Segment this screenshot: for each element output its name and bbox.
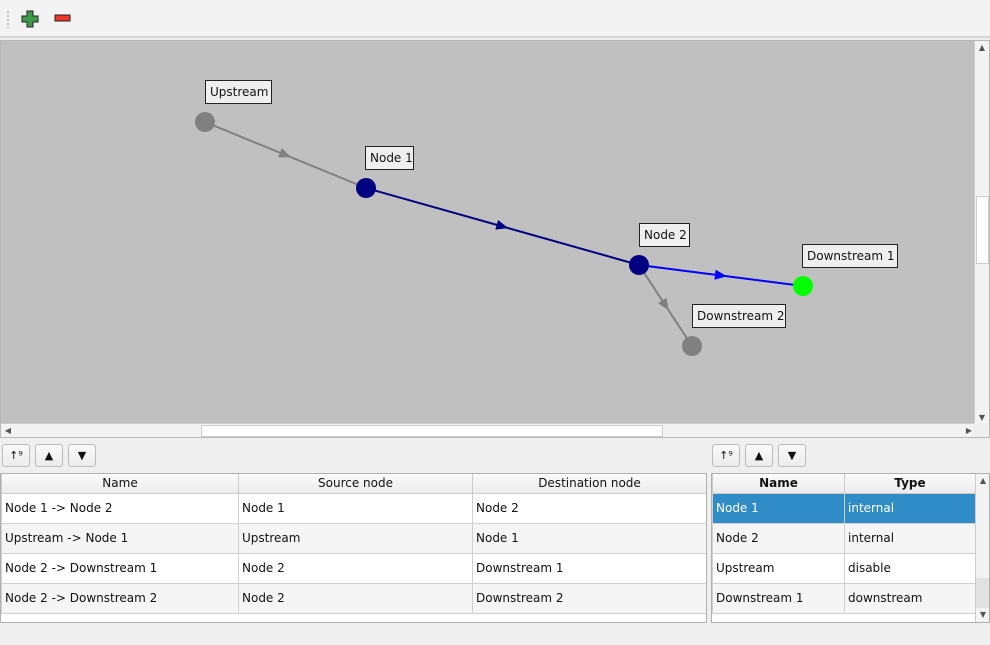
table-cell[interactable]: Upstream -> Node 1: [1, 522, 239, 554]
table-cell[interactable]: downstream: [844, 582, 976, 614]
node-label-box: [365, 146, 414, 170]
scroll-up-arrow-icon[interactable]: ▲: [978, 43, 986, 52]
sort-icon: ↑⁹: [719, 449, 733, 462]
table-cell[interactable]: Node 2: [238, 582, 473, 614]
triangle-down-icon: ▼: [77, 449, 87, 462]
node-label-box: [802, 244, 898, 268]
table-cell[interactable]: Downstream 1: [472, 552, 706, 584]
triangle-up-icon: ▲: [754, 449, 764, 462]
node-label: Downstream 2: [697, 309, 785, 323]
edge-arrow-icon: [278, 148, 292, 158]
node-label: Upstream: [210, 85, 268, 99]
scroll-right-arrow-icon[interactable]: ▶: [965, 426, 973, 435]
table-cell[interactable]: Upstream: [712, 552, 845, 584]
horizontal-scroll-thumb[interactable]: [201, 425, 663, 437]
graph-node[interactable]: [793, 276, 813, 296]
triangle-up-icon: ▲: [44, 449, 54, 462]
edge-arrow-icon: [714, 269, 727, 280]
sort-icon: ↑⁹: [9, 449, 23, 462]
add-node-button[interactable]: [19, 8, 41, 28]
table-cell[interactable]: Node 1: [472, 522, 706, 554]
node-label: Node 2: [644, 228, 687, 242]
table-cell[interactable]: Node 2 -> Downstream 2: [1, 582, 239, 614]
node-label: Downstream 1: [807, 249, 895, 263]
table-cell[interactable]: internal: [844, 522, 976, 554]
node-label-box: [205, 80, 272, 104]
scroll-down-arrow-icon[interactable]: ▼: [979, 610, 987, 619]
table-cell[interactable]: disable: [844, 552, 976, 584]
node-label-box: [692, 304, 786, 328]
column-header-source[interactable]: Source node: [238, 474, 473, 494]
edges-table: Name Source node Destination node Node 1…: [0, 473, 707, 623]
scroll-left-arrow-icon[interactable]: ◀: [4, 426, 12, 435]
scroll-up-arrow-icon[interactable]: ▲: [979, 476, 987, 485]
table-cell[interactable]: Upstream: [238, 522, 473, 554]
table-cell[interactable]: Downstream 2: [472, 582, 706, 614]
table-cell[interactable]: Node 2: [712, 522, 845, 554]
node-label-box: [639, 223, 690, 247]
table-cell[interactable]: internal: [844, 492, 976, 524]
nodes-table-scrollbar[interactable]: ▲ ▼: [975, 474, 989, 622]
column-header-name[interactable]: Name: [1, 474, 239, 494]
move-edge-up-button[interactable]: ▲: [35, 444, 63, 467]
graph-node[interactable]: [195, 112, 215, 132]
move-node-down-button[interactable]: ▼: [778, 444, 806, 467]
sort-edges-button[interactable]: ↑⁹: [2, 444, 30, 467]
table-cell[interactable]: Node 1 -> Node 2: [1, 492, 239, 524]
column-header-destination[interactable]: Destination node: [472, 474, 706, 494]
edge-arrow-icon: [658, 297, 669, 311]
graph-node[interactable]: [356, 178, 376, 198]
node-label: Node 1: [370, 151, 413, 165]
toolbar: [0, 0, 990, 38]
remove-node-button[interactable]: [52, 8, 74, 28]
scroll-corner: [974, 423, 989, 437]
graph-node[interactable]: [629, 255, 649, 275]
sort-nodes-button[interactable]: ↑⁹: [712, 444, 740, 467]
horizontal-scrollbar[interactable]: ◀ ▶: [1, 423, 976, 437]
scroll-down-arrow-icon[interactable]: ▼: [978, 413, 986, 422]
move-node-up-button[interactable]: ▲: [745, 444, 773, 467]
table-cell[interactable]: Node 2 -> Downstream 1: [1, 552, 239, 584]
table-cell[interactable]: Downstream 1: [712, 582, 845, 614]
table-cell[interactable]: Node 1: [238, 492, 473, 524]
toolbar-grip[interactable]: [6, 10, 10, 28]
table-cell[interactable]: Node 1: [712, 492, 845, 524]
vertical-scrollbar[interactable]: ▲ ▼: [974, 41, 989, 425]
edge-arrow-icon: [495, 220, 509, 230]
move-edge-down-button[interactable]: ▼: [68, 444, 96, 467]
table-cell[interactable]: Node 2: [238, 552, 473, 584]
triangle-down-icon: ▼: [787, 449, 797, 462]
nodes-scroll-thumb[interactable]: [976, 578, 989, 608]
column-header-name[interactable]: Name: [712, 474, 845, 494]
graph-node[interactable]: [682, 336, 702, 356]
table-cell[interactable]: Node 2: [472, 492, 706, 524]
column-header-type[interactable]: Type: [844, 474, 976, 494]
vertical-scroll-thumb[interactable]: [976, 196, 989, 264]
